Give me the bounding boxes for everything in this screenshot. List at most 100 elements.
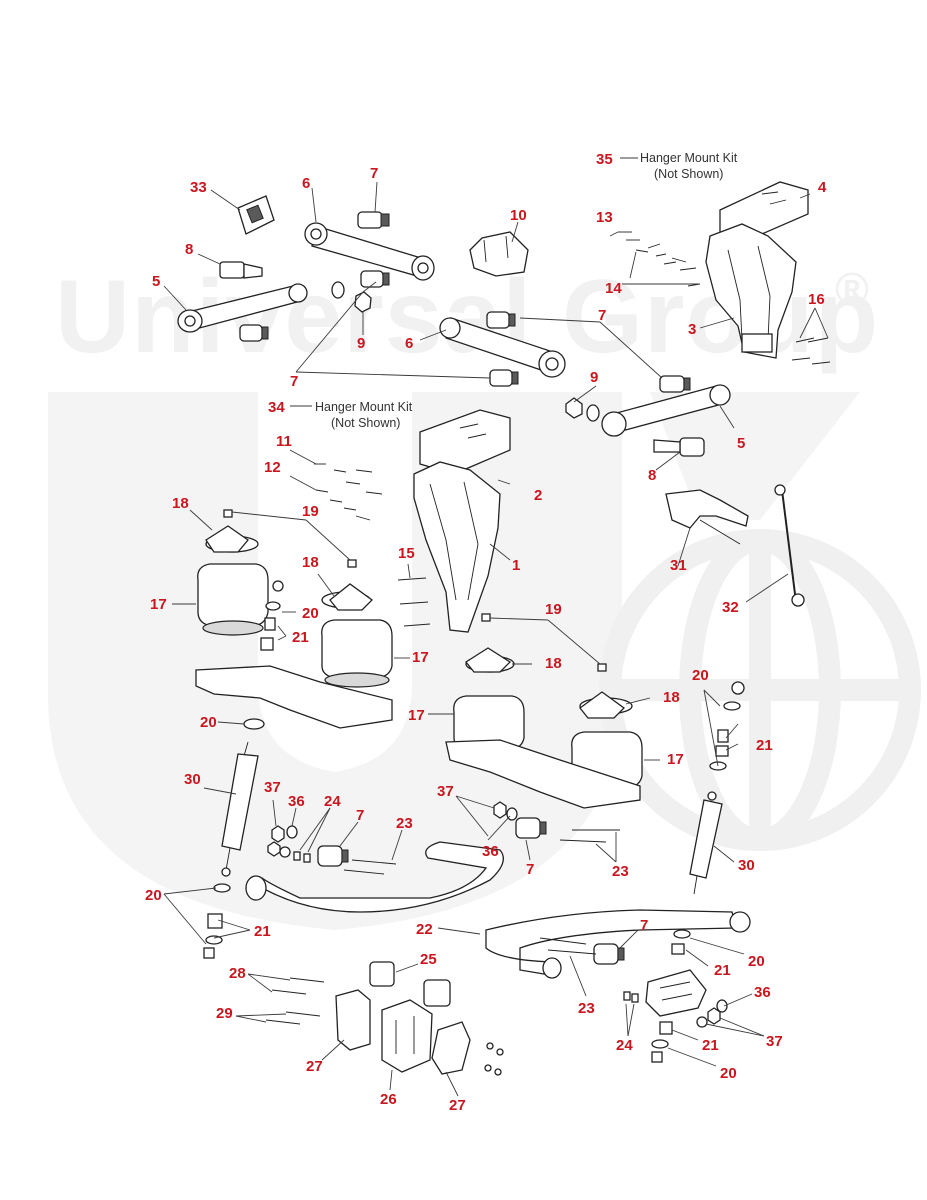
callout-31: 31 [670,557,687,574]
watermark-globe [599,529,921,851]
callout-37: 37 [264,779,281,796]
callout-20: 20 [145,887,162,904]
part-30-shock-right [689,791,723,895]
callout-24: 24 [324,793,341,810]
part-6-arm-middle [439,317,566,378]
callout-8: 8 [648,467,656,484]
callout-27: 27 [449,1097,466,1114]
part-22-sway-bar [245,841,751,979]
part-right-lower-bracket [645,969,707,1017]
callout-6: 6 [302,175,310,192]
callout-7: 7 [290,373,298,390]
part-26-bracket [381,999,433,1073]
callout-33: 33 [190,179,207,196]
callout-17: 17 [412,649,429,666]
callout-2: 2 [534,487,542,504]
part-18-mount-plates [205,525,625,719]
callout-20: 20 [692,667,709,684]
part-8-pin-left [219,261,263,279]
note-35-line1: Hanger Mount Kit [640,151,738,165]
callout-17: 17 [150,596,167,613]
callout-27: 27 [306,1058,323,1075]
callout-22: 22 [416,921,433,938]
callout-18: 18 [302,554,319,571]
part-drawings [177,181,831,1076]
callout-20: 20 [748,953,765,970]
callout-5: 5 [737,435,745,452]
callout-17: 17 [408,707,425,724]
notes: Hanger Mount Kit (Not Shown) Hanger Moun… [315,151,738,430]
callout-20: 20 [302,605,319,622]
callout-7: 7 [640,917,648,934]
callout-7: 7 [598,307,606,324]
callout-30: 30 [184,771,201,788]
callout-3: 3 [688,321,696,338]
callout-6: 6 [405,335,413,352]
part-1-hanger [413,461,501,633]
callout-4: 4 [818,179,827,196]
callout-21: 21 [756,737,773,754]
callout-9: 9 [590,369,598,386]
callout-19: 19 [545,601,562,618]
callout-18: 18 [663,689,680,706]
part-15-bolts [397,577,431,627]
part-33-plate [237,195,275,235]
callout-36: 36 [754,984,771,1001]
callout-37: 37 [766,1033,783,1050]
callout-14: 14 [605,280,622,297]
callout-numbers: 33 6 7 35 4 10 13 8 5 14 16 3 9 6 7 7 9 … [145,151,827,1114]
callout-13: 13 [596,209,613,226]
note-34-line2: (Not Shown) [331,416,400,430]
part-31-valve [665,489,749,545]
part-27-bracket-left [335,989,371,1051]
callout-29: 29 [216,1005,233,1022]
part-16-bolts [791,337,831,365]
part-23-bolts [343,829,620,955]
part-7-bushings-middle [239,270,519,387]
part-10-bracket [469,231,529,277]
callout-7: 7 [356,807,364,824]
note-35-line2: (Not Shown) [654,167,723,181]
part-24-clips [293,851,639,1003]
callout-8: 8 [185,241,193,258]
callout-18: 18 [545,655,562,672]
callout-12: 12 [264,459,281,476]
callout-21: 21 [702,1037,719,1054]
part-28-29-bolts [265,977,325,1025]
part-7-bushing-right [659,375,691,393]
callout-18: 18 [172,495,189,512]
callout-9: 9 [357,335,365,352]
part-9-nut-right [565,397,600,422]
callout-35: 35 [596,151,613,168]
callout-36: 36 [288,793,305,810]
part-7-bushings-bottom [317,817,625,965]
part-36-37-hardware [267,801,728,1028]
callout-15: 15 [398,545,415,562]
part-5-arm-right [601,384,731,437]
part-27-bracket-right [431,1021,471,1075]
callout-16: 16 [808,291,825,308]
callout-20: 20 [720,1065,737,1082]
part-19-blocks [223,509,607,672]
callout-28: 28 [229,965,246,982]
callout-25: 25 [420,951,437,968]
callout-1: 1 [512,557,520,574]
part-nuts-bottom [484,1042,504,1076]
part-7-bushing-top [357,211,390,229]
callout-23: 23 [396,815,413,832]
callout-21: 21 [254,923,271,940]
callout-23: 23 [578,1000,595,1017]
callout-5: 5 [152,273,160,290]
callout-11: 11 [276,433,292,450]
callout-37: 37 [437,783,454,800]
callout-23: 23 [612,863,629,880]
part-30-shock-left [221,741,259,877]
part-6-arm-top [304,222,435,281]
callout-21: 21 [292,629,309,646]
part-5-arm-left [177,283,308,333]
callout-26: 26 [380,1091,397,1108]
watermark-registered-mark: ® [835,263,870,315]
part-20-21-small-parts [243,580,745,771]
callout-34: 34 [268,399,285,416]
